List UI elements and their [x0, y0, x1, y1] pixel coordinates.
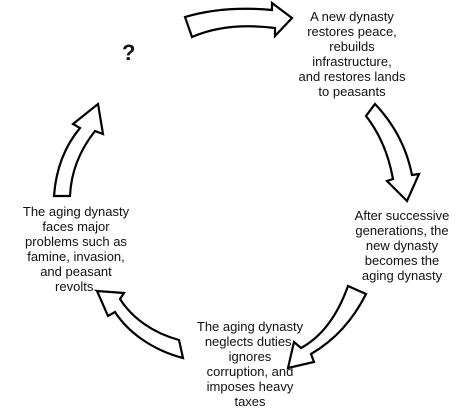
stage-neglects-duties-text: The aging dynasty neglects duties, ignor…	[196, 319, 304, 409]
arrow-right	[364, 102, 421, 203]
arrow-bottom-left	[95, 289, 185, 360]
unknown-stage-question-mark: ?	[122, 40, 136, 65]
arrow-left	[52, 101, 105, 198]
arrow-top	[183, 0, 294, 39]
stage-major-problems-text: The aging dynasty faces major problems s…	[22, 204, 130, 294]
stage-successive-generations-text: After successive generations, the new dy…	[354, 208, 450, 283]
stage-new-dynasty-text: A new dynasty restores peace, rebuilds i…	[298, 9, 406, 99]
arrow-bottom-right	[286, 284, 368, 370]
